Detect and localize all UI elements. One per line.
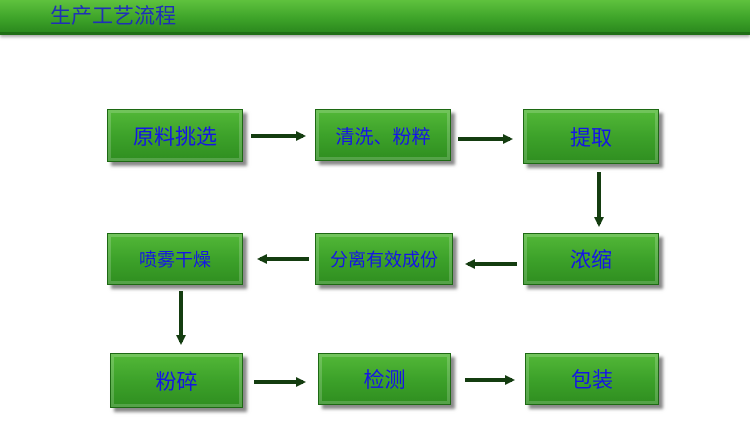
step-extraction: 提取 <box>523 109 659 164</box>
step-concentration: 浓缩 <box>523 233 659 285</box>
step-label: 检测 <box>363 368 406 392</box>
step-label: 分离有效成份 <box>330 250 438 271</box>
step-testing: 检测 <box>318 353 451 405</box>
header-bar: 生产工艺流程 <box>0 0 750 35</box>
step-separate-active-ingredients: 分离有效成份 <box>315 233 453 285</box>
step-label: 包装 <box>571 368 613 392</box>
step-label: 清洗、粉粹 <box>335 125 431 148</box>
step-label: 喷雾干燥 <box>139 250 211 271</box>
step-spray-drying: 喷雾干燥 <box>107 233 243 285</box>
step-label: 原料挑选 <box>133 124 217 149</box>
step-raw-material-selection: 原料挑选 <box>107 109 243 162</box>
step-label: 粉碎 <box>155 369 198 394</box>
step-packaging: 包装 <box>525 353 659 405</box>
page-title: 生产工艺流程 <box>50 4 176 28</box>
step-label: 提取 <box>570 125 612 150</box>
step-label: 浓缩 <box>570 248 612 272</box>
step-wash-crush: 清洗、粉粹 <box>315 109 451 161</box>
step-grinding: 粉碎 <box>110 353 243 408</box>
